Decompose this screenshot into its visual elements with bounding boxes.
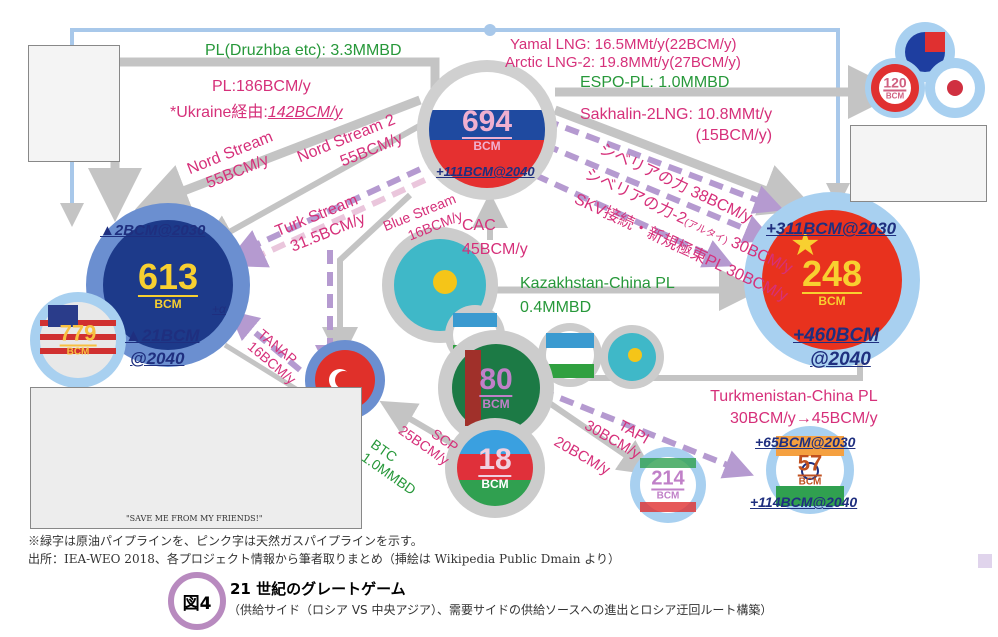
pipe-top-right (490, 28, 850, 207)
cartoon-caption: "SAVE ME FROM MY FRIENDS!" (126, 514, 263, 523)
pipe-turk (236, 177, 427, 268)
note-legend: ※緑字は原油パイプラインを、ピンク字は天然ガスパイプラインを示す。 (28, 534, 423, 548)
usa-node (30, 292, 126, 388)
china-2030: +311BCM@2030 (766, 219, 897, 238)
india-2040: +114BCM@2040 (750, 494, 858, 510)
pipe-pl186 (134, 95, 422, 216)
eu-alpha: +α (212, 302, 226, 316)
save-me-cartoon: "SAVE ME FROM MY FRIENDS!" (30, 387, 362, 529)
label-yamal: Yamal LNG: 16.5MMt/y(22BCM/y) (510, 36, 737, 53)
eu-2030: ▲2BCM@2030 (100, 222, 206, 239)
lion-bear-illustration (28, 45, 120, 162)
fishing-cartoon-illustration (850, 125, 987, 202)
kazakhstan-node-small (600, 325, 664, 389)
pipe-nord (199, 117, 432, 249)
turkmenistan-node (438, 330, 554, 446)
china-2040b: @2040 (810, 349, 871, 370)
pipe-iran (543, 397, 655, 476)
eu-node (86, 203, 250, 367)
asia-node (865, 22, 985, 118)
pipe-skv (533, 172, 734, 268)
note-source: 出所：IEA-WEO 2018、各プロジェクト情報から筆者取りまとめ（挿絵は W… (28, 552, 620, 566)
pipe-tanap (228, 310, 302, 373)
pipe-nord2 (231, 157, 442, 258)
pipe-pos2 (543, 142, 774, 244)
russia-node (417, 60, 557, 200)
china-2040: +460BCM (793, 325, 880, 346)
azerbaijan-node (445, 418, 545, 518)
label-pl186: PL:186BCM/y (212, 78, 311, 95)
figure-badge: 図4 (168, 572, 226, 630)
pipe-blue (322, 192, 413, 363)
eu-2040: ▲21BCM (125, 326, 200, 345)
figure-subtitle: （供給サイド（ロシア VS 中央アジア）、需要サイドの供給ソースへの進出とロシア… (228, 603, 773, 617)
label-druzhba: PL(Druzhba etc): 3.3MMBD (205, 42, 402, 59)
uzbekistan-node-2 (538, 323, 602, 387)
label-espo: ESPO-PL: 1.0MMBD (580, 74, 730, 91)
label-arctic: Arctic LNG-2: 19.8MMt/y(27BCM/y) (505, 54, 741, 71)
svg-text:★: ★ (790, 225, 820, 263)
iran-node (630, 447, 706, 523)
russia-delta: +111BCM@2040 (436, 164, 535, 179)
pipe-sakhalin (553, 105, 816, 216)
label-sakhalin: Sakhalin-2LNG: 10.8MMt/y(15BCM/y) (580, 106, 773, 144)
figure-title: 21 世紀のグレートゲーム (230, 580, 406, 598)
china-node: ★ (744, 192, 920, 368)
pipe-pos (543, 117, 785, 214)
pipe-tapi (538, 387, 754, 479)
india-node (766, 426, 854, 514)
eu-2040b: @2040 (130, 349, 185, 368)
label-ukraine: *Ukraine経由:142BCM/y (170, 104, 343, 121)
india-2030: +65BCM@2030 (755, 434, 856, 450)
